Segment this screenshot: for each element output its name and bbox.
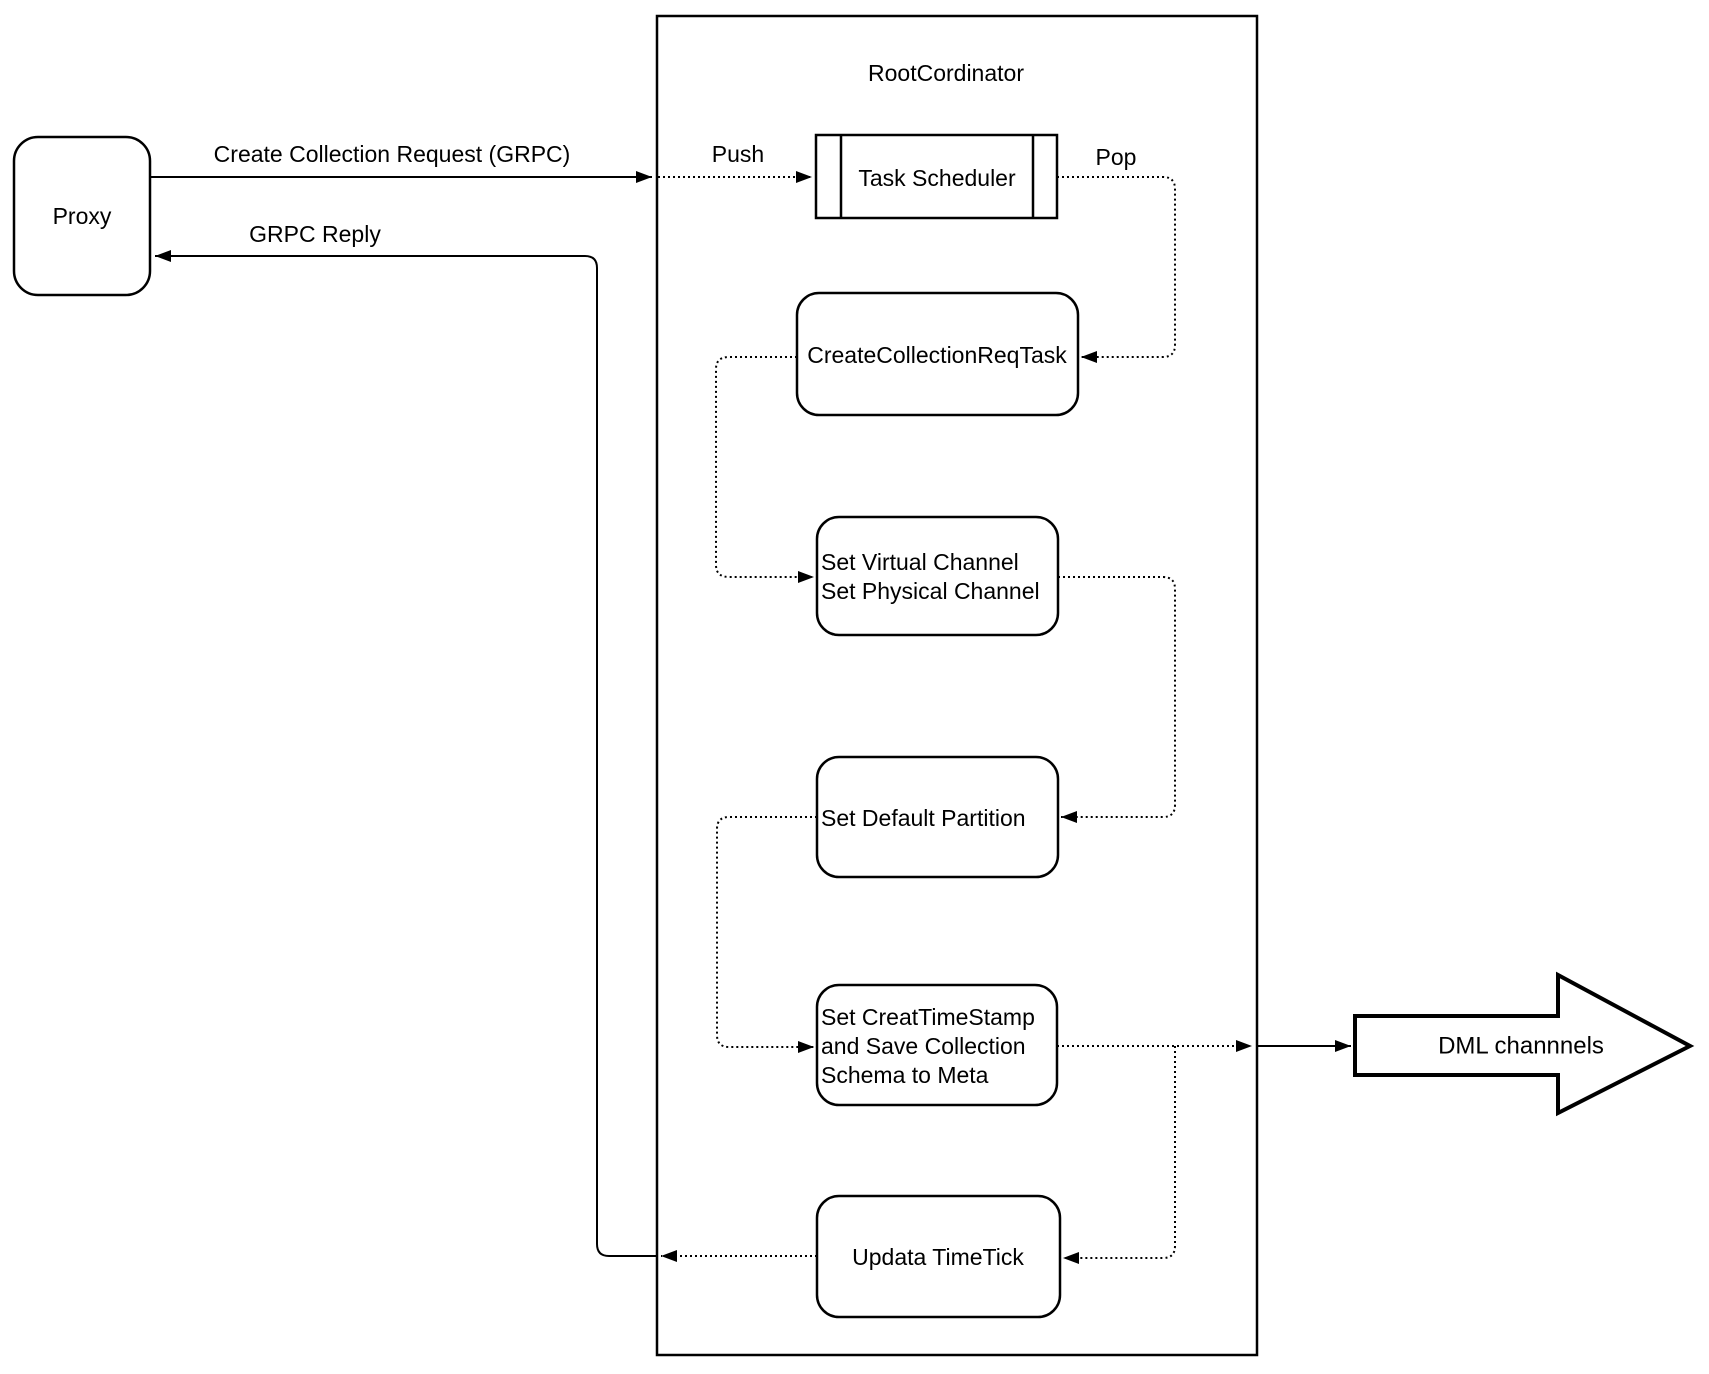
edge-create-collection-request: Create Collection Request (GRPC) [150,141,652,183]
rootcoordinator-box [655,14,1259,1357]
edge-defaultpartition-to-timestamp [716,816,817,1053]
edge-grpc-reply: GRPC Reply [155,221,657,1257]
create-collection-request-label: Create Collection Request (GRPC) [214,141,571,167]
node-create-collection-req-task: CreateCollectionReqTask [795,291,1080,417]
edge-setchannels-to-defaultpartition [1058,576,1176,823]
node-dml-channels: DML channnels [1353,971,1695,1117]
proxy-box [12,135,152,297]
task-scheduler-label: Task Scheduler [858,165,1016,191]
set-channels-line1: Set Virtual Channel [821,549,1019,575]
update-timetick-label: Updata TimeTick [852,1244,1024,1270]
create-collection-req-task-label: CreateCollectionReqTask [807,342,1067,368]
node-set-channels: Set Virtual Channel Set Physical Channel [815,515,1060,637]
edge-timestamp-to-timetick [1063,1046,1176,1264]
dml-channels-label: DML channnels [1438,1033,1604,1060]
rootcoordinator-title: RootCordinator [868,60,1024,86]
pop-label: Pop [1096,144,1137,170]
grpc-reply-line [155,250,657,1257]
create-collection-req-task-box [795,291,1080,417]
edge-reqtask-to-setchannels [715,356,814,583]
grpc-reply-label: GRPC Reply [249,221,381,247]
push-label: Push [712,141,764,167]
rootcoordinator-container: RootCordinator [655,14,1259,1357]
set-create-timestamp-line3: Schema to Meta [821,1062,989,1088]
set-create-timestamp-line1: Set CreatTimeStamp [821,1004,1035,1030]
edge-pop: Pop [1057,144,1176,363]
set-create-timestamp-line2: and Save Collection [821,1033,1026,1059]
pop-line [1057,176,1176,363]
proxy-label: Proxy [53,203,112,229]
node-set-create-timestamp: Set CreatTimeStamp and Save Collection S… [815,983,1059,1107]
node-update-timetick: Updata TimeTick [815,1194,1062,1319]
edge-push: Push [658,141,812,183]
node-proxy: Proxy [12,135,152,297]
set-channels-line2: Set Physical Channel [821,578,1040,604]
set-channels-box [815,515,1060,637]
node-set-default-partition: Set Default Partition [815,755,1060,879]
node-task-scheduler: Task Scheduler [814,133,1059,220]
set-default-partition-label: Set Default Partition [821,805,1026,831]
dml-channels-arrow-shape [1353,971,1695,1117]
